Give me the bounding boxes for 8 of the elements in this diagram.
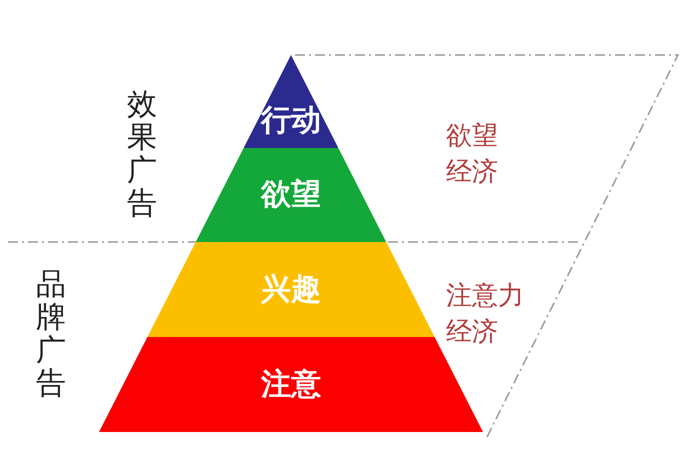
level-label: 欲望 (260, 180, 321, 210)
side-label: 注意力经济 (446, 280, 524, 350)
level-label: 兴趣 (260, 274, 321, 304)
level-label: 行动 (260, 106, 321, 136)
level-label: 注意 (261, 370, 321, 400)
side-label: 品牌广告 (36, 268, 66, 400)
side-label: 欲望经济 (446, 120, 498, 190)
side-label: 效果广告 (127, 88, 157, 220)
